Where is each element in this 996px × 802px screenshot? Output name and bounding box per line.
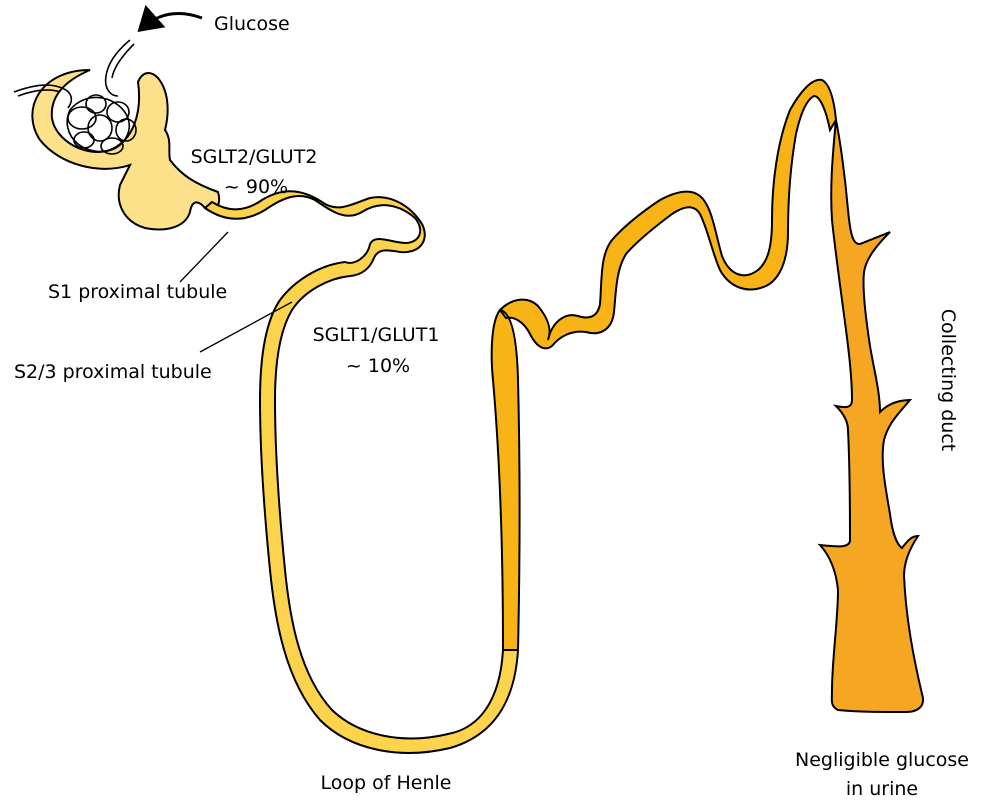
sglt2-transporter-label: SGLT2/GLUT2 (191, 146, 318, 168)
collecting-duct-label: Collecting duct (937, 309, 959, 451)
loop-of-henle-label: Loop of Henle (321, 772, 452, 794)
glomerulus (14, 40, 136, 154)
sglt2-share-label: ~ 90% (224, 176, 288, 198)
glucose-label: Glucose (214, 13, 290, 35)
sglt1-transporter-label: SGLT1/GLUT1 (313, 324, 440, 346)
sglt1-share-label: ~ 10% (346, 355, 410, 377)
proximal-tubule (205, 191, 518, 753)
glucose-arrow (142, 13, 202, 28)
urine-label-line2: in urine (846, 778, 918, 800)
ascending-limb-distal-tubule (492, 80, 836, 650)
collecting-duct (820, 120, 923, 712)
s1-leader-line (180, 232, 228, 282)
s1-tubule-label: S1 proximal tubule (48, 281, 227, 303)
s23-tubule-label: S2/3 proximal tubule (14, 361, 212, 383)
urine-label-line1: Negligible glucose (795, 749, 969, 771)
